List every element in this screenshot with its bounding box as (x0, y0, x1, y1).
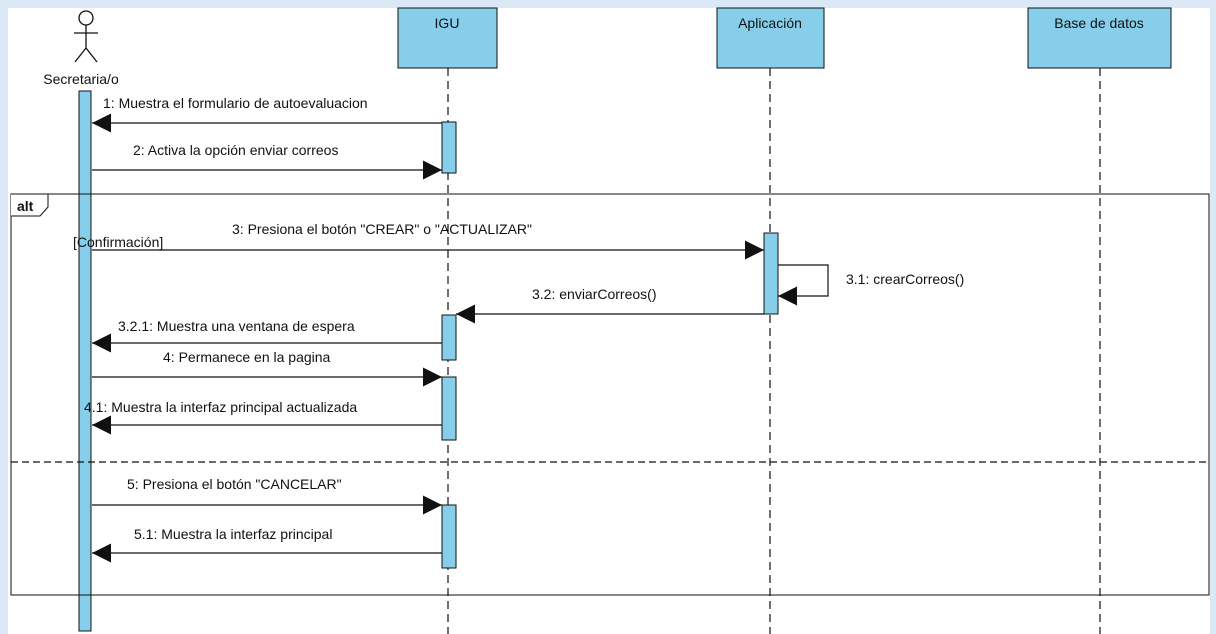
message-3-1-self-arrow (778, 264, 829, 306)
diagram-frame (8, 8, 1210, 634)
message-3-2: 3.2: enviarCorreos() (456, 286, 764, 324)
message-2-label: 2: Activa la opción enviar correos (133, 142, 338, 158)
message-4: 4: Permanece en la pagina (92, 349, 442, 387)
alt-guard: [Confirmación] (73, 234, 163, 250)
message-1-label: 1: Muestra el formulario de autoevaluaci… (103, 95, 368, 111)
participant-aplicacion-label: Aplicación (738, 15, 802, 31)
message-3: 3: Presiona el botón "CREAR" o "ACTUALIZ… (92, 221, 764, 260)
message-5-1-label: 5.1: Muestra la interfaz principal (134, 526, 332, 542)
message-1: 1: Muestra el formulario de autoevaluaci… (92, 95, 442, 133)
message-4-label: 4: Permanece en la pagina (163, 349, 331, 365)
message-4-1-label: 4.1: Muestra la interfaz principal actua… (84, 399, 357, 415)
message-3-1-label: 3.1: crearCorreos() (846, 271, 964, 287)
activation-bar-igu-2 (441, 314, 457, 361)
actor-stick-figure-icon (74, 10, 98, 63)
activation-bar-aplicacion (763, 232, 779, 315)
participant-base-de-datos: Base de datos (1027, 7, 1172, 69)
participant-aplicacion: Aplicación (716, 7, 825, 69)
participant-igu: IGU (397, 7, 498, 69)
activation-bar-actor (78, 90, 92, 632)
message-3-2-1: 3.2.1: Muestra una ventana de espera (92, 318, 442, 353)
activation-bar-igu-3 (441, 376, 457, 441)
message-4-1: 4.1: Muestra la interfaz principal actua… (84, 399, 442, 435)
message-3-2-label: 3.2: enviarCorreos() (532, 286, 657, 302)
participant-base-de-datos-label: Base de datos (1054, 15, 1144, 31)
activation-bar-igu-1 (441, 121, 457, 174)
message-2: 2: Activa la opción enviar correos (92, 142, 442, 180)
message-3-1: 3.1: crearCorreos() (778, 264, 964, 306)
participant-igu-label: IGU (435, 15, 460, 31)
actor-label: Secretaria/o (43, 71, 119, 87)
alt-fragment-tab (11, 193, 49, 217)
alt-fragment (10, 193, 1210, 596)
message-3-2-1-label: 3.2.1: Muestra una ventana de espera (118, 318, 355, 334)
activation-bar-igu-4 (441, 504, 457, 569)
message-5-label: 5: Presiona el botón "CANCELAR" (127, 476, 342, 492)
message-5-1: 5.1: Muestra la interfaz principal (92, 526, 442, 563)
alt-operator: alt (17, 198, 34, 214)
message-5: 5: Presiona el botón "CANCELAR" (92, 476, 442, 515)
message-3-label: 3: Presiona el botón "CREAR" o "ACTUALIZ… (232, 221, 532, 237)
